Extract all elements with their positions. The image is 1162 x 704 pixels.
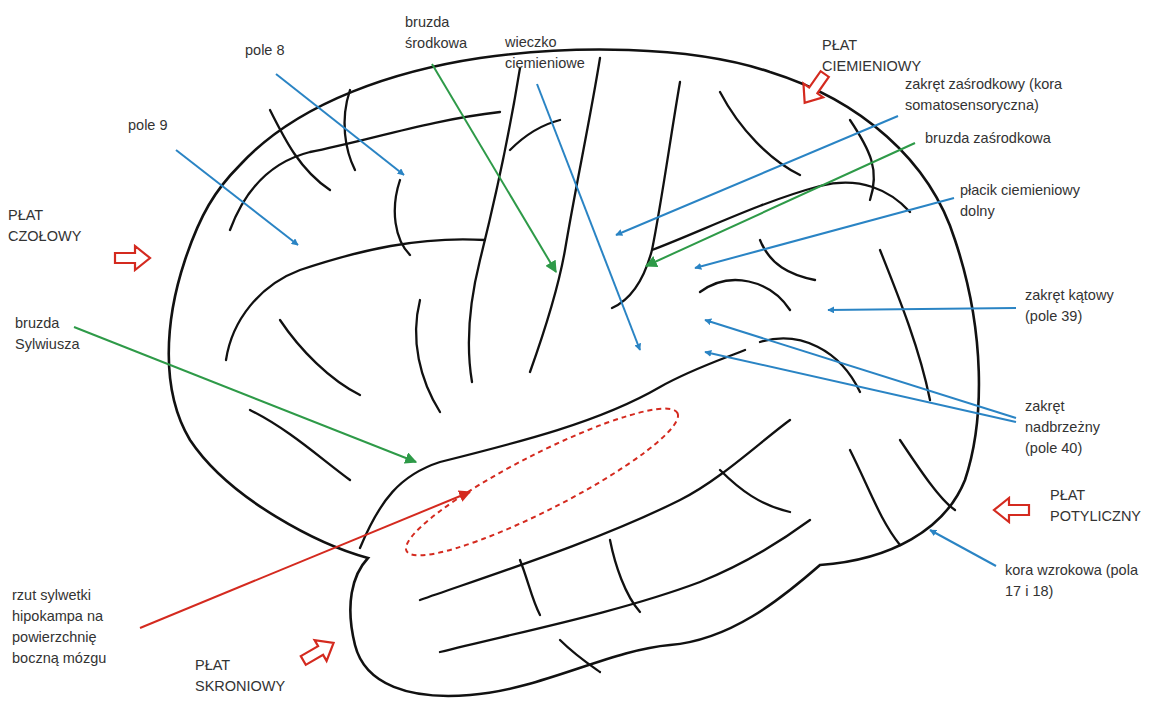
region-label: pole 9 [128, 115, 218, 136]
leader-arrow [176, 150, 298, 245]
lobe-label: PŁAT CZOŁOWY [8, 205, 98, 247]
sulcus [440, 520, 810, 652]
sulcus [760, 240, 815, 280]
region-label: płacik ciemieniowy dolny [960, 180, 1110, 222]
region-label: zakręt nadbrzeżny (pole 40) [1025, 396, 1125, 459]
hippocampus-projection [394, 388, 690, 576]
region-label: zakręt zaśrodkowy (kora somatosensoryczn… [905, 74, 1145, 116]
sulcus [420, 420, 790, 600]
sulcus [720, 470, 790, 512]
region-label: bruzda zaśrodkowa [925, 128, 1125, 149]
region-label: zakręt kątowy (pole 39) [1025, 285, 1140, 327]
sulcus [900, 440, 955, 510]
leader-arrow [140, 492, 470, 628]
lobe-arrow [115, 246, 150, 270]
sulcus [560, 640, 600, 672]
region-label: wieczko ciemieniowe [505, 32, 605, 74]
sulcus [395, 180, 410, 255]
leader-arrow [276, 74, 404, 175]
sulcus [270, 110, 330, 190]
sulcus [226, 239, 485, 360]
leader-arrow [828, 308, 1016, 310]
sulcus [280, 320, 360, 395]
region-label: bruzda środkowa [405, 12, 485, 54]
leader-arrow [74, 327, 416, 462]
sulcus [230, 112, 500, 230]
lobe-arrow [297, 633, 339, 671]
sylvian-fissure [360, 350, 745, 548]
region-label: rzut sylwetki hipokampa na powierzchnię … [12, 585, 137, 669]
region-label: pole 8 [245, 40, 335, 61]
leader-arrow [705, 352, 1016, 422]
central-sulcus [530, 58, 600, 372]
lobe-label: PŁAT CIEMIENIOWY [822, 35, 942, 77]
leader-arrow [616, 116, 898, 235]
leader-arrow [646, 143, 915, 266]
leader-arrow [930, 530, 996, 566]
region-label: bruzda Sylwiusza [15, 313, 105, 355]
postcentral-sulcus [612, 82, 680, 308]
lobe-arrow [994, 498, 1029, 522]
leader-arrow [432, 64, 556, 272]
sulcus [850, 450, 900, 545]
sulcus [416, 300, 440, 412]
sulcus [700, 280, 790, 310]
brain-outline [169, 50, 979, 696]
lobe-label: PŁAT SKRONIOWY [195, 655, 305, 697]
leader-arrow [705, 320, 1016, 418]
region-label: kora wzrokowa (pola 17 i 18) [1005, 560, 1145, 602]
sulcus [520, 560, 540, 615]
lobe-label: PŁAT POTYLICZNY [1050, 485, 1155, 527]
leader-arrow [537, 84, 640, 350]
sulcus [610, 540, 640, 612]
leader-arrow [695, 198, 954, 268]
sulcus [250, 410, 350, 480]
